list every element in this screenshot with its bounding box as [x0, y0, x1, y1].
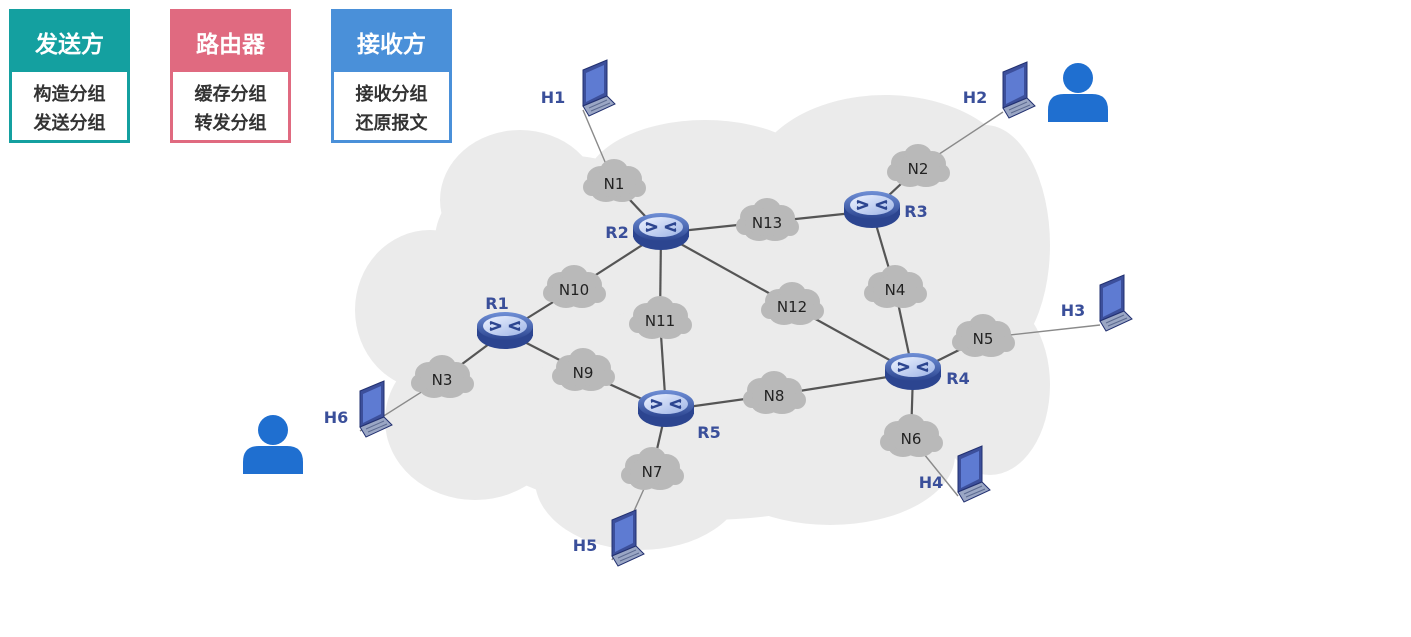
- legend-sender-line-1: 构造分组: [33, 84, 106, 105]
- host-label: H5: [573, 536, 598, 555]
- host-h4: H4: [919, 445, 991, 503]
- network-label: N7: [642, 463, 663, 481]
- legend-receiver-line-1: 接收分组: [355, 84, 428, 105]
- network-label: N13: [752, 214, 782, 232]
- router-label: R3: [904, 202, 927, 221]
- sender-user-icon: [243, 415, 303, 474]
- users: [243, 63, 1108, 474]
- network-n3: N3: [411, 355, 474, 398]
- network-n8: N8: [743, 371, 806, 414]
- network-label: N10: [559, 281, 589, 299]
- network-n9: N9: [552, 348, 615, 391]
- host-label: H6: [324, 408, 349, 427]
- router-r5: R5: [638, 390, 721, 442]
- router-label: R1: [485, 294, 508, 313]
- host-h5: H5: [573, 509, 645, 567]
- network-label: N1: [604, 175, 625, 193]
- router-icon: [638, 390, 694, 427]
- cloud-lobe-11: [440, 130, 600, 270]
- host-h1: H1: [541, 59, 616, 117]
- legend-router: 路由器 缓存分组 转发分组: [170, 9, 291, 143]
- receiver-user-icon: [1048, 63, 1108, 122]
- network-label: N6: [901, 430, 922, 448]
- host-h6: H6: [324, 380, 393, 438]
- network-label: N8: [764, 387, 785, 405]
- laptop-icon: [1099, 274, 1133, 332]
- network-n2: N2: [887, 144, 950, 187]
- network-n11: N11: [629, 296, 692, 339]
- router-icon: [477, 312, 533, 349]
- router-icon: [885, 353, 941, 390]
- network-label: N12: [777, 298, 807, 316]
- legend-sender-title: 发送方: [12, 12, 127, 72]
- host-label: H1: [541, 88, 566, 107]
- legend-receiver-title: 接收方: [334, 12, 449, 72]
- host-h2: H2: [963, 61, 1036, 119]
- legend-sender: 发送方 构造分组 发送分组: [9, 9, 130, 143]
- network-n10: N10: [543, 265, 606, 308]
- cloud-lobe-5: [920, 125, 1050, 365]
- network-n6: N6: [880, 414, 943, 457]
- network-label: N11: [645, 312, 675, 330]
- host-label: H3: [1061, 301, 1086, 320]
- laptop-icon: [359, 380, 393, 438]
- laptop-icon: [611, 509, 645, 567]
- host-label: H4: [919, 473, 944, 492]
- laptop-icon: [582, 59, 616, 117]
- network-label: N9: [573, 364, 594, 382]
- legend-receiver-line-2: 还原报文: [355, 113, 428, 134]
- host-h3: H3: [1061, 274, 1133, 332]
- router-label: R5: [697, 423, 720, 442]
- router-label: R4: [946, 369, 969, 388]
- router-r4: R4: [885, 353, 970, 390]
- legend-receiver: 接收方 接收分组 还原报文: [331, 9, 452, 143]
- router-r2: R2: [605, 213, 689, 250]
- network-n12: N12: [761, 282, 824, 325]
- laptop-icon: [1002, 61, 1036, 119]
- cloud-lobe-10: [355, 230, 505, 390]
- network-n5: N5: [952, 314, 1015, 357]
- network-label: N4: [885, 281, 906, 299]
- legend-router-line-2: 转发分组: [194, 113, 267, 134]
- laptop-icon: [957, 445, 991, 503]
- router-r1: R1: [477, 294, 533, 349]
- router-r3: R3: [844, 191, 928, 228]
- legend-router-line-1: 缓存分组: [194, 84, 267, 105]
- legend-router-title: 路由器: [173, 12, 288, 72]
- legend-sender-line-2: 发送分组: [33, 113, 106, 134]
- cloud-lobe-7: [705, 385, 955, 525]
- router-icon: [633, 213, 689, 250]
- network-n1: N1: [583, 159, 646, 202]
- network-label: N5: [973, 330, 994, 348]
- network-label: N2: [908, 160, 929, 178]
- router-label: R2: [605, 223, 628, 242]
- router-icon: [844, 191, 900, 228]
- network-n13: N13: [736, 198, 799, 241]
- host-label: H2: [963, 88, 988, 107]
- network-n4: N4: [864, 265, 927, 308]
- network-n7: N7: [621, 447, 684, 490]
- network-label: N3: [432, 371, 453, 389]
